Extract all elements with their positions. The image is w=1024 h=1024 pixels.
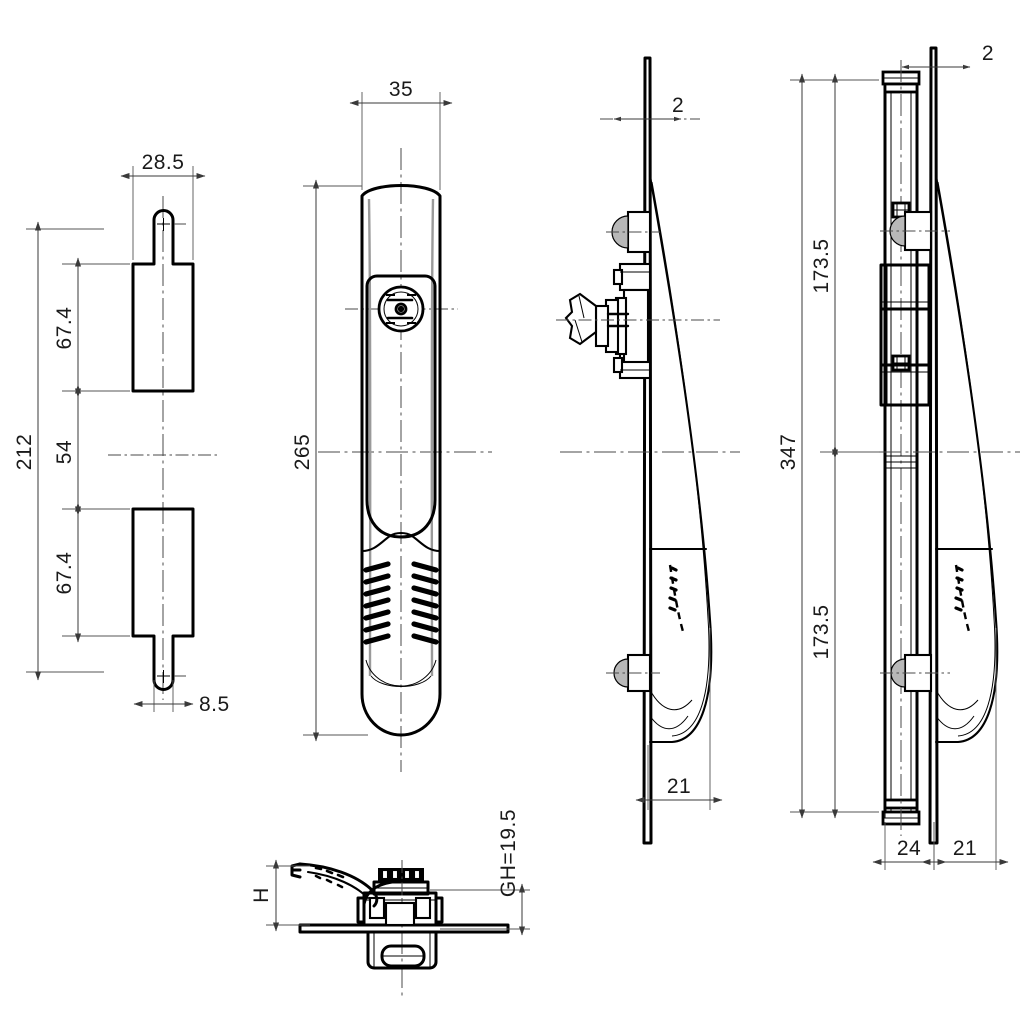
operating-rod (881, 60, 921, 836)
dimension-35-label: 35 (389, 78, 413, 101)
dimension-H-label: H (250, 887, 273, 903)
side-grip-hidden-edge (668, 564, 686, 636)
dimension-H: H (250, 859, 310, 932)
handle-body-outline (360, 184, 442, 737)
detail-lower-housing (366, 930, 438, 970)
handle-bottom-rim-2 (370, 675, 432, 687)
detail-lever-linkage (290, 862, 394, 908)
cutout-upper-plate (131, 209, 195, 393)
dimension-8-5: 8.5 (133, 680, 230, 716)
cutout-bottom-center-mark (157, 670, 186, 683)
dimension-8-5-label: 8.5 (199, 693, 230, 716)
handle-profile-curve-right-inner (937, 181, 996, 737)
detail-panel-sheet (298, 923, 510, 934)
view-side-rod: 2 347 173.5 173.5 24 (777, 42, 1020, 870)
dimension-67-4-lower: 67.4 (53, 502, 130, 643)
dimension-28-5-label: 28.5 (142, 151, 185, 174)
dimension-173-5-upper: 173.5 (810, 73, 879, 459)
handle-highlight-left (367, 198, 372, 677)
dimension-347: 347 (777, 73, 879, 819)
dimension-67-4-upper-label: 67.4 (53, 307, 76, 350)
handle-profile-curve-right (934, 174, 999, 744)
rod-clip-lower (891, 354, 911, 372)
dimension-54-label: 54 (53, 440, 76, 464)
detail-mechanism-block (356, 891, 444, 927)
detail-top-cap (372, 860, 430, 900)
side-grip-bottom-2 (649, 715, 689, 730)
view-cutout-template: 28.5 8.5 212 67.4 54 (13, 151, 230, 716)
view-detail-bottom: H GH=19.5 (250, 809, 530, 1000)
dimension-21-right-label: 21 (953, 837, 977, 860)
handle-profile-curve-inner (651, 181, 710, 737)
dimension-2-right-label: 2 (982, 42, 994, 65)
dimension-212-label: 212 (13, 434, 36, 471)
mounting-panel-left (642, 56, 653, 845)
dimension-2-left: 2 (613, 94, 684, 122)
dimension-265-label: 265 (291, 434, 314, 471)
dimension-265: 265 (291, 179, 368, 742)
dimension-212: 212 (13, 221, 104, 681)
upper-fastener-right (880, 210, 950, 252)
view-front: 35 265 (291, 78, 492, 772)
dimension-173-5-upper-label: 173.5 (810, 238, 833, 293)
side-grip-bottom-r2 (935, 715, 975, 730)
lower-fastener (606, 653, 660, 693)
dimension-2-left-label: 2 (672, 94, 684, 117)
dimension-24: 24 (872, 822, 947, 870)
lock-cylinder[interactable] (377, 285, 425, 333)
dimension-347-label: 347 (777, 434, 800, 471)
rod-bottom-hatch (885, 455, 917, 469)
dimension-67-4-upper: 67.4 (53, 257, 130, 398)
dimension-67-4-lower-label: 67.4 (53, 552, 76, 595)
side-grip-bottom-r1 (935, 689, 979, 711)
upper-fastener (606, 210, 660, 254)
dimension-21-left-label: 21 (667, 775, 691, 798)
side-grip-hidden-edge-right (954, 564, 972, 636)
view-side-cam: 2 21 (556, 56, 740, 845)
handle-profile-curve (648, 174, 713, 744)
dimension-35: 35 (349, 78, 453, 190)
dimension-21-left: 21 (635, 628, 723, 810)
handle-lever-slot (365, 274, 437, 539)
dimension-173-5-lower-label: 173.5 (810, 604, 833, 659)
dimension-21-right: 21 (921, 628, 1009, 870)
rod-gearbox (879, 263, 931, 407)
dimension-2-right: 2 (901, 42, 994, 70)
lower-fastener-right (880, 653, 950, 693)
side-grip-bottom-1 (649, 689, 693, 711)
upper-guide-block (612, 262, 652, 292)
dimension-GH: GH=19.5 (430, 809, 530, 936)
cutout-top-center-mark (157, 218, 186, 231)
locking-cam-assembly[interactable] (556, 288, 720, 364)
mounting-panel-right (928, 46, 939, 845)
dimension-GH-label: GH=19.5 (497, 809, 520, 897)
dimension-54: 54 (53, 384, 130, 516)
grip-ribs-left (363, 561, 391, 645)
dimension-28-5: 28.5 (120, 151, 206, 260)
handle-highlight-right (430, 198, 435, 677)
dimension-173-5-lower: 173.5 (810, 445, 879, 819)
dimension-24-label: 24 (897, 837, 921, 860)
handle-grip-transition (360, 531, 442, 553)
grip-ribs-right (411, 561, 439, 645)
